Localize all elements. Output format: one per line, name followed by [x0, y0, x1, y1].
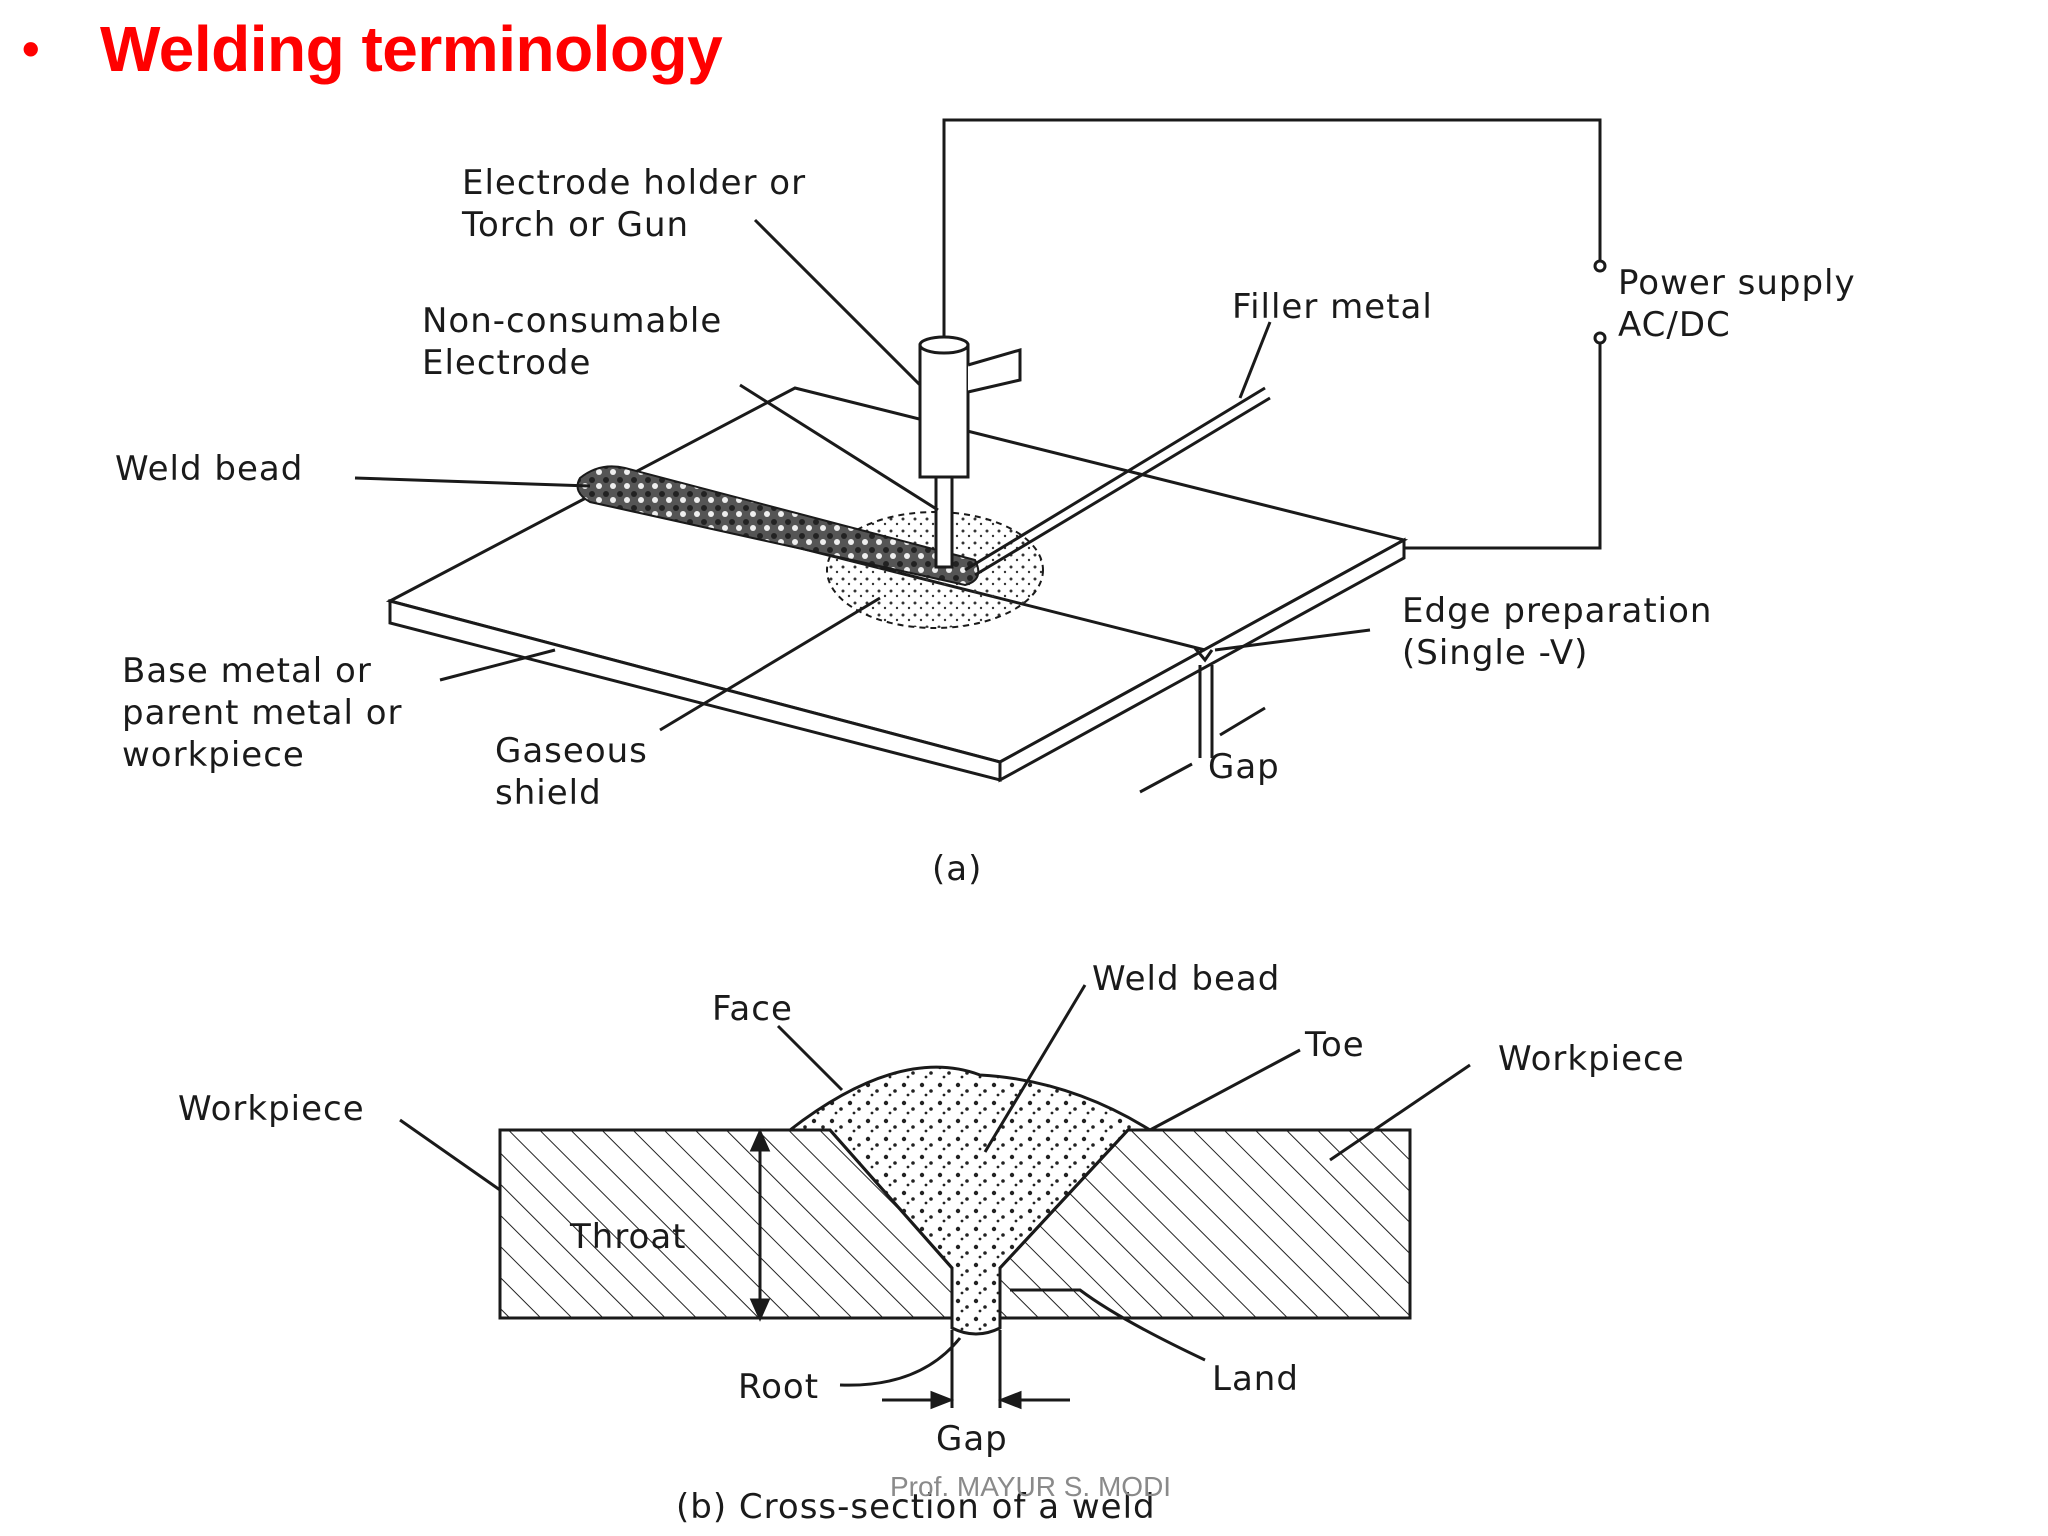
- label-root: Root: [738, 1367, 819, 1407]
- leader-gaseous-shield: [659, 596, 881, 732]
- leader-workpiece-right: [1329, 1063, 1471, 1162]
- label-gaseous-1: Gaseous: [495, 731, 648, 771]
- electrode: [934, 475, 954, 569]
- base-plate-side: [998, 537, 1406, 783]
- leader-electrode-holder: [753, 218, 922, 387]
- figure-b: [399, 984, 1471, 1410]
- label-weld-bead-b: Weld bead: [1092, 959, 1280, 999]
- label-land: Land: [1212, 1359, 1299, 1399]
- leader-gap-right: [1219, 706, 1266, 737]
- weld-bead: [576, 465, 980, 587]
- slide-title: Welding terminology: [100, 13, 723, 85]
- figure-b-labels: Face Weld bead Toe Workpiece Workpiece T…: [178, 959, 1685, 1527]
- label-non-consumable-2: Electrode: [422, 343, 591, 383]
- figure-a: [354, 118, 1607, 794]
- label-face: Face: [712, 989, 793, 1029]
- label-workpiece-left: Workpiece: [178, 1089, 365, 1129]
- terminal-bottom: [1593, 331, 1607, 345]
- terminal-top: [1593, 259, 1607, 273]
- leader-non-consumable: [739, 383, 939, 512]
- caption-a: (a): [932, 849, 982, 889]
- leader-gap-left: [1139, 762, 1193, 794]
- label-filler-metal: Filler metal: [1232, 287, 1433, 327]
- torch-top: [918, 335, 970, 355]
- leader-toe: [1149, 1048, 1301, 1132]
- weld-metal: [785, 1065, 1156, 1336]
- power-circuit-bottom: [1404, 340, 1602, 550]
- gap-b-arrowhead-left: [930, 1390, 955, 1410]
- label-throat: Throat: [569, 1217, 687, 1257]
- label-electrode-holder-2: Torch or Gun: [461, 205, 689, 245]
- filler-rod-2: [974, 396, 1271, 577]
- label-edge-prep-2: (Single -V): [1402, 633, 1588, 673]
- slide-title-row: • Welding terminology: [22, 12, 723, 86]
- leader-base-metal: [439, 648, 556, 682]
- label-electrode-holder-1: Electrode holder or: [462, 163, 806, 203]
- label-base-metal-2: parent metal or: [122, 693, 403, 733]
- gap-b-arrowhead-right: [997, 1390, 1022, 1410]
- label-weld-bead-a: Weld bead: [115, 449, 303, 489]
- label-toe: Toe: [1304, 1025, 1365, 1065]
- leader-workpiece-left: [399, 1118, 501, 1192]
- caption-b: (b) Cross-section of a weld: [676, 1487, 1156, 1527]
- label-edge-prep-1: Edge preparation: [1402, 591, 1712, 631]
- power-circuit-top: [942, 118, 1602, 337]
- label-gaseous-2: shield: [495, 773, 602, 813]
- leader-weld-bead-b: [983, 984, 1087, 1153]
- throat-arrowhead-bottom: [749, 1298, 771, 1322]
- leader-weld-bead: [354, 476, 591, 488]
- v-groove: [1193, 647, 1214, 663]
- figure-a-labels: Electrode holder or Torch or Gun Non-con…: [115, 163, 1856, 889]
- torch-body: [918, 343, 970, 479]
- label-power-supply-2: AC/DC: [1618, 305, 1731, 345]
- leader-root: [839, 1337, 962, 1387]
- bullet-icon: •: [22, 21, 40, 77]
- leader-filler-metal: [1238, 321, 1272, 399]
- throat-arrowhead-top: [749, 1128, 771, 1152]
- label-workpiece-right: Workpiece: [1498, 1039, 1685, 1079]
- torch-handle: [967, 348, 1022, 394]
- leader-face: [776, 1024, 844, 1092]
- label-non-consumable-1: Non-consumable: [422, 301, 722, 341]
- footer-author: Prof. MAYUR S. MODI: [890, 1471, 1171, 1502]
- filler-rod-1: [964, 386, 1266, 572]
- leader-edge-prep: [1214, 628, 1371, 652]
- label-power-supply-1: Power supply: [1618, 263, 1856, 303]
- label-gap-a: Gap: [1208, 747, 1280, 787]
- leader-land: [1010, 1288, 1206, 1362]
- label-gap-b: Gap: [936, 1419, 1008, 1459]
- label-base-metal-3: workpiece: [122, 735, 305, 775]
- label-base-metal-1: Base metal or: [122, 651, 372, 691]
